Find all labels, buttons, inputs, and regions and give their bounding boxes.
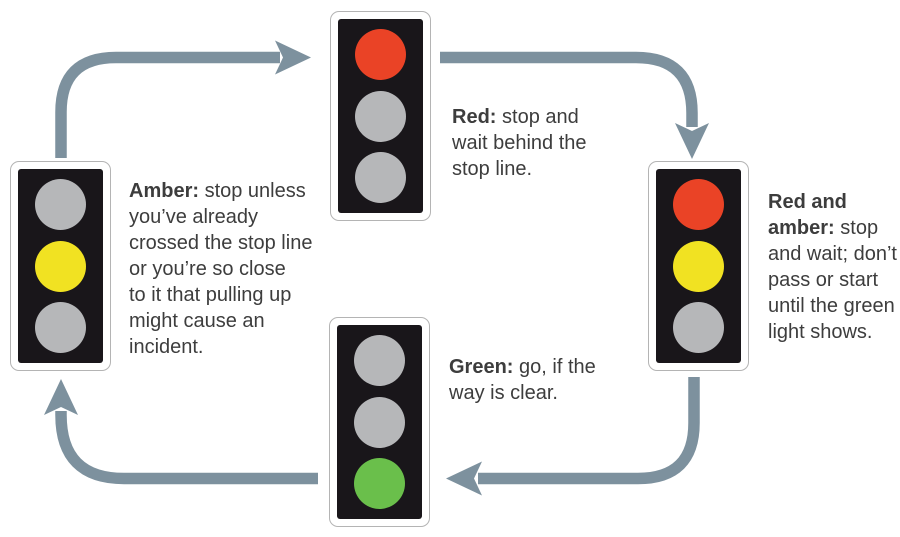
caption-amber-lead: Amber: xyxy=(129,180,200,202)
bulb-red-on xyxy=(673,179,724,231)
bulb-amber-on xyxy=(673,240,724,292)
traffic-light-casing xyxy=(18,169,103,363)
arrow-green-to-amber xyxy=(44,379,318,485)
traffic-light-red-phase xyxy=(330,11,431,221)
traffic-light-amber-phase xyxy=(10,161,111,371)
traffic-light-casing xyxy=(338,19,423,213)
traffic-light-green-phase xyxy=(329,317,430,527)
arrowhead-left-icon xyxy=(446,461,482,496)
arrowhead-down-icon xyxy=(675,123,709,159)
bulb-red-on xyxy=(355,29,406,81)
caption-red-lead: Red: xyxy=(452,106,497,128)
arrow-amber-to-red xyxy=(55,40,311,158)
caption-amber-body: stop unless you’ve already crossed the s… xyxy=(129,180,313,358)
caption-green-phase: Green: go, if the way is clear. xyxy=(449,354,596,406)
caption-red-phase: Red: stop and wait behind the stop line. xyxy=(452,104,587,182)
caption-red-and-amber-lead: Red and amber: xyxy=(768,191,847,239)
bulb-green-on xyxy=(354,457,405,509)
caption-amber-phase: Amber: stop unless you’ve already crosse… xyxy=(129,178,312,360)
arrowhead-right-icon xyxy=(275,40,311,75)
arrowhead-up-icon xyxy=(44,379,78,415)
bulb-amber-on xyxy=(35,240,86,292)
traffic-light-casing xyxy=(656,169,741,363)
traffic-light-red-and-amber-phase xyxy=(648,161,749,371)
bulb-green-off xyxy=(355,151,406,203)
caption-red-and-amber-phase: Red and amber: stop and wait; don’t pass… xyxy=(768,189,897,345)
bulb-red-off xyxy=(354,335,405,387)
bulb-green-off xyxy=(35,301,86,353)
arrow-red-to-red-and-amber xyxy=(440,51,709,159)
caption-green-body: go, if the way is clear. xyxy=(449,356,596,404)
bulb-green-off xyxy=(673,301,724,353)
caption-green-lead: Green: xyxy=(449,356,514,378)
bulb-amber-off xyxy=(355,90,406,142)
traffic-light-casing xyxy=(337,325,422,519)
bulb-amber-off xyxy=(354,396,405,448)
arrow-red-and-amber-to-green xyxy=(446,377,700,496)
caption-red-and-amber-body: stop and wait; don’t pass or start until… xyxy=(768,217,897,343)
caption-red-body: stop and wait behind the stop line. xyxy=(452,106,587,180)
bulb-red-off xyxy=(35,179,86,231)
